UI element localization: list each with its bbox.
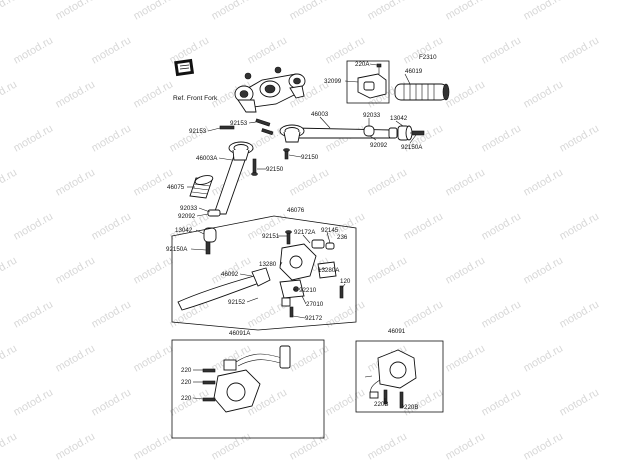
part-label: 46091A (229, 330, 251, 337)
clutch-lever (177, 267, 271, 311)
part-label: 32099 (324, 78, 342, 85)
throttle-grip (394, 83, 450, 101)
left-bar-end (203, 209, 221, 255)
part-label: 220B (404, 404, 418, 411)
part-label: 92150A (166, 246, 188, 253)
part-label: 92092 (370, 142, 388, 149)
left-grip (189, 175, 214, 199)
throttle-case (357, 63, 387, 99)
part-label: 92150 (266, 166, 284, 173)
part-label: 92210 (299, 287, 317, 294)
part-label: 92153 (230, 120, 248, 127)
right-switch-housing (369, 349, 417, 409)
part-label: 220 (181, 379, 192, 386)
left-clamp-bolts (219, 125, 258, 176)
clutch-assembly-box (171, 215, 357, 331)
left-handlebar (213, 141, 254, 215)
part-label: 220B (374, 401, 388, 408)
part-labels: 32099 220A 46019 46003 92033 13042 92092… (166, 61, 423, 411)
clutch-switch (279, 279, 305, 318)
part-label: 46003 (311, 111, 329, 118)
part-label: 220 (181, 367, 192, 374)
part-label: 92092 (178, 213, 196, 220)
figure-code: F2310 (419, 54, 437, 61)
part-label: 92033 (180, 205, 198, 212)
upper-triple-clamp (234, 66, 306, 113)
part-label: 92150 (301, 154, 319, 161)
throttle-case-box (346, 60, 390, 104)
part-label: 46092 (221, 271, 239, 278)
part-label: 92172A (294, 229, 316, 236)
part-label: 46003A (196, 155, 218, 162)
part-label: 46091 (388, 328, 406, 335)
book-icon (174, 58, 195, 77)
leader-lines (187, 63, 417, 408)
part-label: 13042 (390, 115, 408, 122)
part-label: 13280 (259, 261, 277, 268)
left-switch-box (171, 339, 325, 439)
ref-front-fork-note: Ref. Front Fork (173, 95, 218, 102)
part-label: 92153 (189, 128, 207, 135)
part-label: 220 (181, 395, 192, 402)
right-switch-box (355, 340, 444, 413)
part-label: 92151 (262, 233, 280, 240)
right-clamp-bolts (255, 118, 290, 160)
right-washer (363, 125, 375, 137)
part-label: 120 (340, 278, 351, 285)
right-bar-end (388, 125, 425, 141)
part-label: 46075 (167, 184, 185, 191)
part-label: 236 (337, 234, 348, 241)
part-label: 46019 (405, 68, 423, 75)
part-label: 13280A (318, 267, 340, 274)
part-label: 13042 (175, 227, 193, 234)
part-label: 92033 (363, 112, 381, 119)
part-label: 220A (355, 61, 370, 68)
clutch-holder (279, 230, 344, 299)
part-label: 92172 (305, 315, 323, 322)
part-label: 92150A (401, 144, 423, 151)
part-label: 92145 (321, 227, 339, 234)
part-label: 92152 (228, 299, 246, 306)
part-label: 27010 (306, 301, 324, 308)
left-switch-housing (202, 345, 291, 413)
part-label: 46076 (287, 207, 305, 214)
